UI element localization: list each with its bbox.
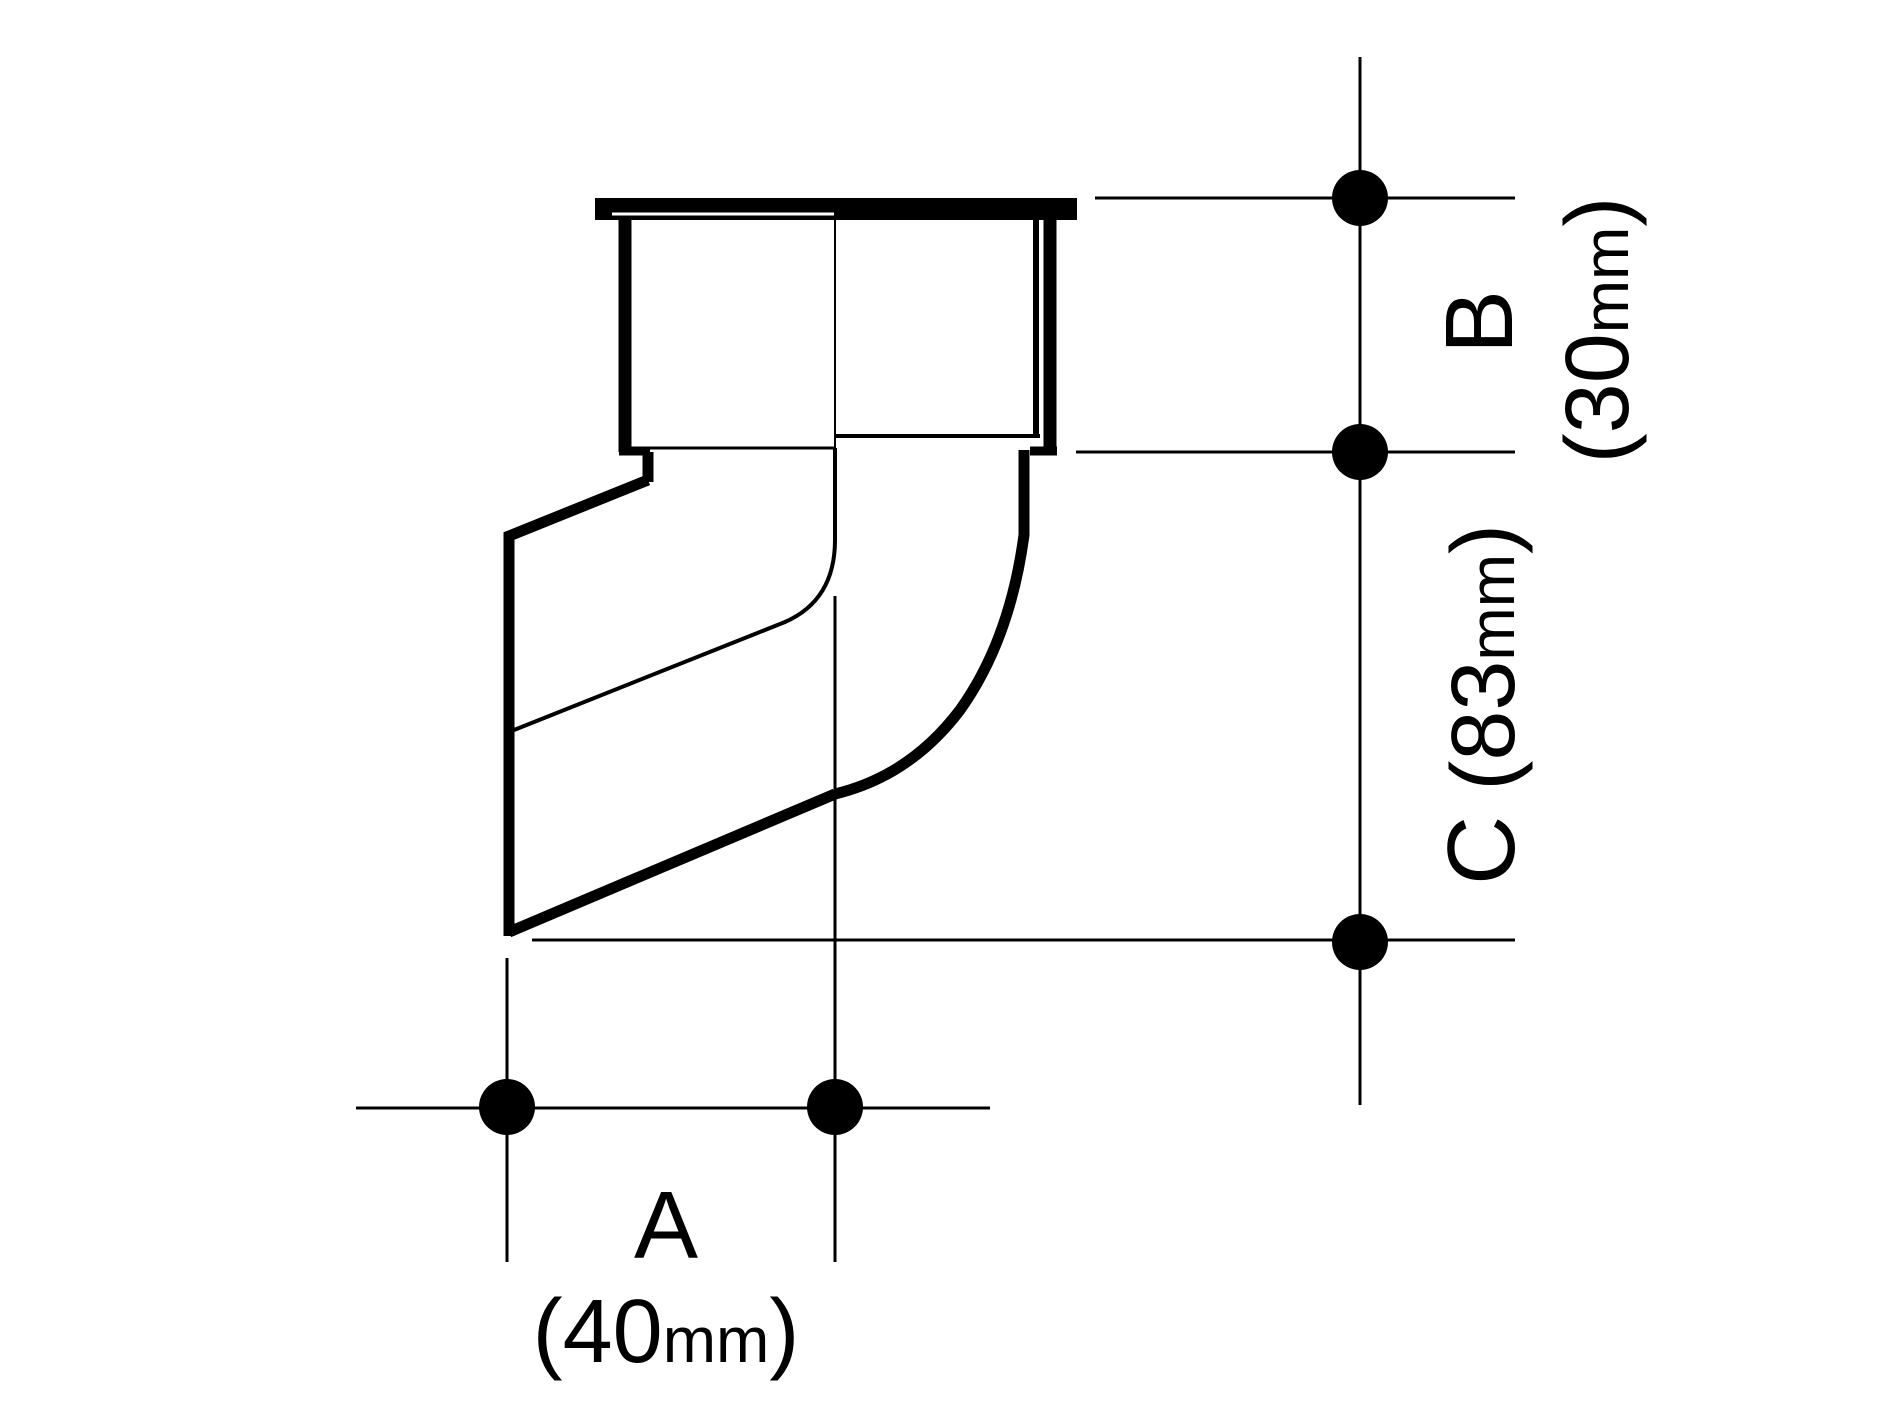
- dim-a-open-paren: (: [533, 1282, 563, 1382]
- dim-c-unit: mm: [1456, 554, 1528, 661]
- node-b-top: [1332, 170, 1388, 226]
- dim-c-space: [1434, 791, 1534, 816]
- bend-outer-left: [503, 474, 651, 936]
- dim-c-letter: C: [1428, 816, 1535, 885]
- dimension-nodes: [479, 170, 1388, 1135]
- pipe-fitting: [503, 198, 1077, 938]
- bend-bottom-edge: [506, 788, 838, 938]
- node-c-bottom: [1332, 914, 1388, 970]
- dim-b-number: 30: [1548, 333, 1648, 433]
- dim-b-letter: B: [1426, 290, 1533, 354]
- node-a-right: [807, 1079, 863, 1135]
- dim-a-close-paren: ): [769, 1282, 799, 1382]
- node-b-c: [1332, 424, 1388, 480]
- dim-c-close-paren: ): [1434, 524, 1534, 554]
- bend-outer-right: [833, 450, 1030, 800]
- dim-c-open-paren: (: [1434, 761, 1534, 791]
- dim-c-value: C (83mm): [1428, 524, 1535, 885]
- dim-a-number: 40: [563, 1282, 663, 1382]
- dim-b-open-paren: (: [1548, 433, 1648, 463]
- dim-b-close-paren: ): [1548, 197, 1648, 227]
- dimension-label-b: B (30mm): [1426, 197, 1648, 464]
- dimension-label-c: C (83mm): [1428, 524, 1535, 885]
- dim-c-number: 83: [1434, 661, 1534, 761]
- dim-a-unit: mm: [663, 1304, 770, 1376]
- node-a-left: [479, 1079, 535, 1135]
- dim-b-value: (30mm): [1548, 197, 1648, 464]
- dimension-label-a: A (40mm): [533, 1172, 800, 1382]
- dimension-lines: [356, 57, 1515, 1262]
- dim-a-letter: A: [634, 1172, 698, 1279]
- dim-b-unit: mm: [1570, 227, 1642, 334]
- dim-a-value: (40mm): [533, 1282, 800, 1382]
- bend-inner-curve: [508, 448, 837, 734]
